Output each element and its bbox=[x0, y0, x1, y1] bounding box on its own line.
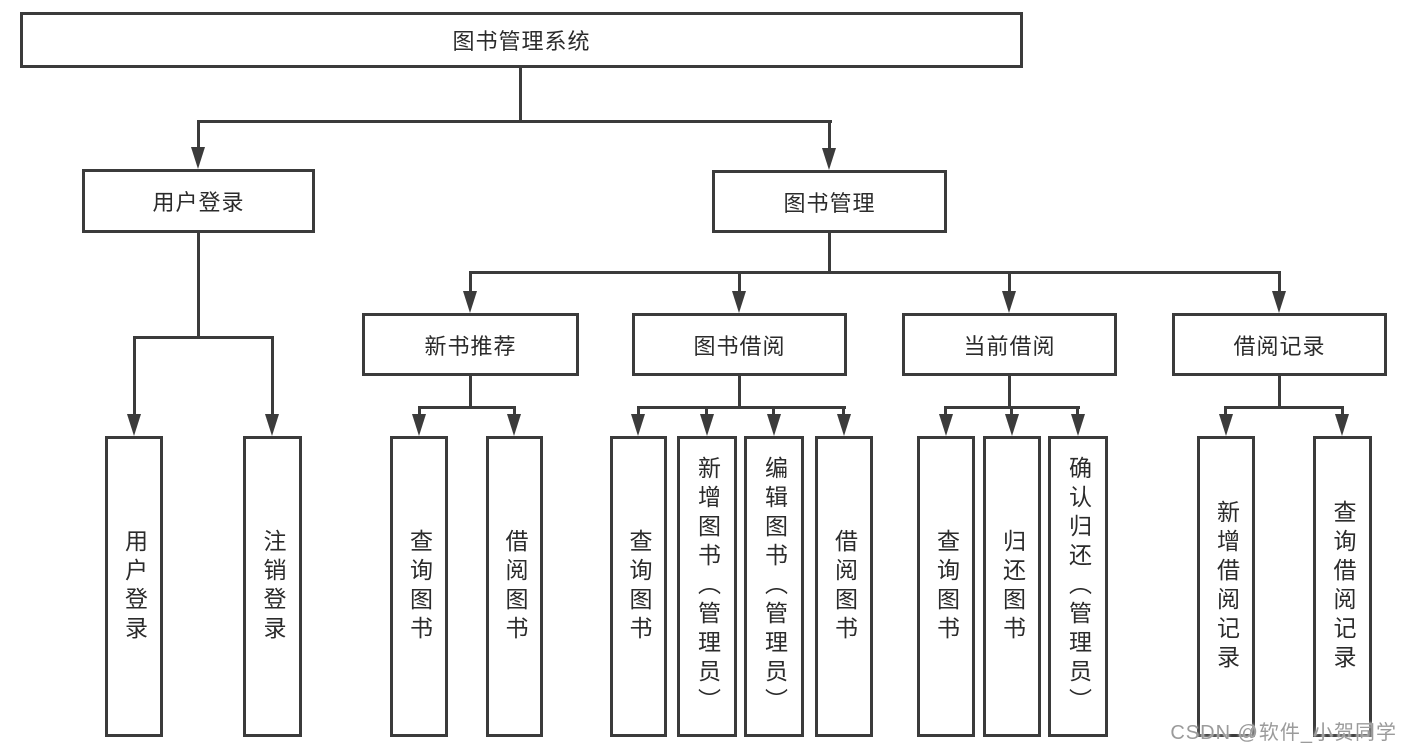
arrowhead bbox=[837, 414, 851, 436]
connector-split bbox=[638, 406, 846, 409]
connector-stem bbox=[738, 376, 741, 409]
connector-stem bbox=[705, 406, 708, 418]
arrowhead bbox=[265, 414, 279, 436]
connector-stem bbox=[1224, 406, 1227, 418]
connector-stem bbox=[133, 336, 136, 416]
connector-split bbox=[1226, 406, 1344, 409]
arrowhead bbox=[631, 414, 645, 436]
node-new-book-recommend: 新书推荐 bbox=[362, 313, 579, 376]
node-user-login: 用户登录 bbox=[82, 169, 315, 233]
connector-stem bbox=[738, 271, 741, 293]
arrowhead bbox=[939, 414, 953, 436]
connector-stem bbox=[842, 406, 845, 418]
leaf-add-books-admin: 新增图书（管理员） bbox=[677, 436, 737, 737]
connector-stem bbox=[1278, 376, 1281, 409]
connector-split bbox=[133, 336, 274, 339]
connector-stem bbox=[418, 406, 421, 418]
connector-stem bbox=[1008, 376, 1011, 409]
connector-stem bbox=[469, 271, 472, 293]
arrowhead bbox=[767, 414, 781, 436]
leaf-query-borrow-record: 查询借阅记录 bbox=[1313, 436, 1372, 737]
csdn-watermark: CSDN @软件_小贺同学 bbox=[1170, 722, 1397, 744]
connector-stem bbox=[513, 406, 516, 418]
connector-stem bbox=[828, 233, 831, 274]
connector-split bbox=[946, 406, 1080, 409]
connector-split bbox=[470, 271, 1281, 274]
connector-stem bbox=[1008, 271, 1011, 293]
connector-stem bbox=[197, 233, 200, 339]
leaf-add-borrow-record: 新增借阅记录 bbox=[1197, 436, 1255, 737]
arrowhead bbox=[191, 147, 205, 169]
node-borrow-records: 借阅记录 bbox=[1172, 313, 1387, 376]
arrowhead bbox=[700, 414, 714, 436]
arrowhead bbox=[732, 291, 746, 313]
arrowhead bbox=[1005, 414, 1019, 436]
connector-stem bbox=[1010, 406, 1013, 418]
connector-stem bbox=[197, 120, 200, 150]
connector-stem bbox=[828, 120, 831, 150]
connector-stem bbox=[1076, 406, 1079, 418]
arrowhead bbox=[127, 414, 141, 436]
arrowhead bbox=[1071, 414, 1085, 436]
leaf-rec-borrow-books: 借阅图书 bbox=[486, 436, 543, 737]
connector-stem bbox=[1278, 271, 1281, 293]
connector-stem bbox=[1341, 406, 1344, 418]
arrowhead bbox=[507, 414, 521, 436]
arrowhead bbox=[1219, 414, 1233, 436]
leaf-borrow-books: 借阅图书 bbox=[815, 436, 873, 737]
connector-stem bbox=[271, 336, 274, 416]
arrowhead bbox=[412, 414, 426, 436]
arrowhead bbox=[463, 291, 477, 313]
leaf-borrow-query-books: 查询图书 bbox=[610, 436, 667, 737]
connector-stem bbox=[469, 376, 472, 409]
leaf-logout: 注销登录 bbox=[243, 436, 302, 737]
node-current-borrow: 当前借阅 bbox=[902, 313, 1117, 376]
connector-root-stem bbox=[519, 68, 522, 122]
node-system-root: 图书管理系统 bbox=[20, 12, 1023, 68]
node-book-management: 图书管理 bbox=[712, 170, 947, 233]
connector-stem bbox=[772, 406, 775, 418]
leaf-rec-query-books: 查询图书 bbox=[390, 436, 448, 737]
leaf-edit-books-admin: 编辑图书（管理员） bbox=[744, 436, 804, 737]
leaf-user-login: 用户登录 bbox=[105, 436, 163, 737]
leaf-return-books: 归还图书 bbox=[983, 436, 1041, 737]
leaf-confirm-return-admin: 确认归还（管理员） bbox=[1048, 436, 1108, 737]
connector-stem bbox=[944, 406, 947, 418]
arrowhead bbox=[1002, 291, 1016, 313]
connector-split bbox=[419, 406, 516, 409]
arrowhead bbox=[822, 148, 836, 170]
leaf-current-query-books: 查询图书 bbox=[917, 436, 975, 737]
arrowhead bbox=[1272, 291, 1286, 313]
connector-root-split bbox=[197, 120, 832, 123]
connector-stem bbox=[637, 406, 640, 418]
node-book-borrow: 图书借阅 bbox=[632, 313, 847, 376]
arrowhead bbox=[1335, 414, 1349, 436]
